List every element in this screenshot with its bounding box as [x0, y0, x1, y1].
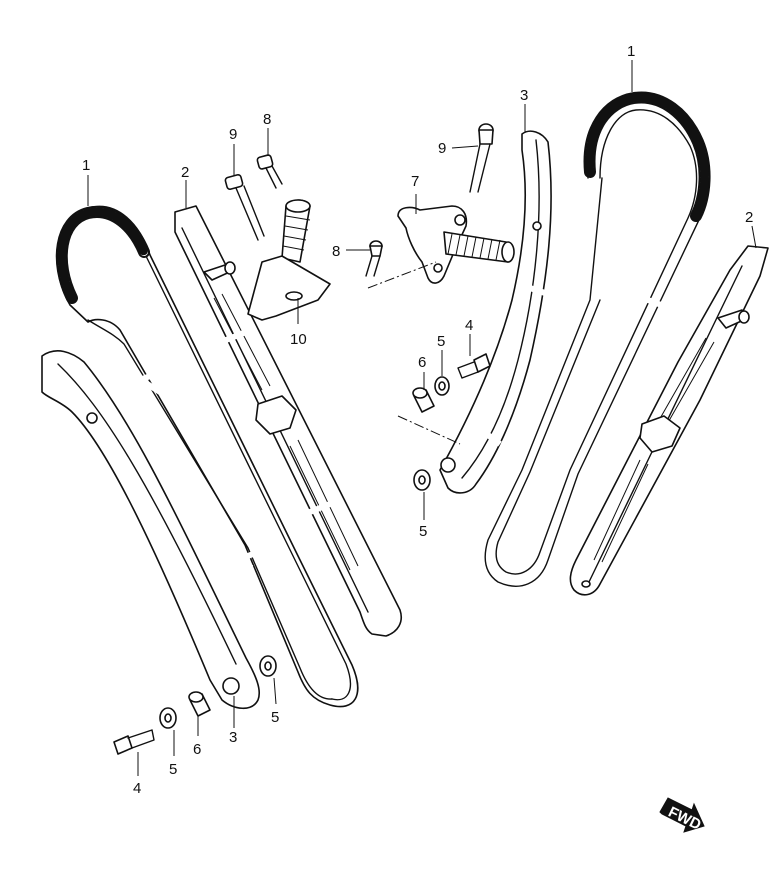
- left-cam-chain: [55, 205, 359, 708]
- callout-left-washer-5b: 5: [271, 709, 279, 726]
- right-mid-bolt-8: [365, 240, 383, 277]
- callout-left-bolt-4: 4: [133, 780, 141, 797]
- right-washer-5b: [413, 469, 431, 491]
- callout-right-chain: 1: [627, 43, 635, 60]
- callout-left-spacer-6: 6: [193, 741, 201, 758]
- left-top-bolt-9: [224, 174, 265, 241]
- left-top-bolt-8: [256, 154, 283, 189]
- callout-right-washer-5b: 5: [419, 523, 427, 540]
- callout-right-bolt-4: 4: [465, 317, 473, 334]
- right-tensioner-guide: [439, 130, 552, 494]
- right-washer-5a: [434, 376, 450, 396]
- right-alignment-lines: [367, 261, 461, 445]
- callout-left-bolt-8: 8: [263, 111, 271, 128]
- right-chain-guide: [569, 245, 769, 596]
- callout-left-tensioner-guide: 3: [229, 729, 237, 746]
- callout-left-washer-5a: 5: [169, 761, 177, 778]
- callout-right-bolt-8: 8: [332, 243, 340, 260]
- left-washer-5b: [259, 655, 277, 677]
- right-cam-chain: [484, 91, 711, 587]
- right-top-bolt-9: [469, 123, 494, 193]
- left-spacer-6: [188, 691, 211, 717]
- left-chain-guide: [174, 205, 402, 637]
- callout-left-bolt-9: 9: [229, 126, 237, 143]
- callout-right-spacer-6: 6: [418, 354, 426, 371]
- left-tensioner-adjuster: [247, 199, 331, 321]
- left-tensioner-guide: [41, 350, 261, 710]
- callout-left-chain: 1: [82, 157, 90, 174]
- fwd-arrow-icon: FWD: [659, 797, 705, 834]
- callout-right-guide: 2: [745, 209, 753, 226]
- right-tensioner-adjuster: [397, 205, 515, 284]
- left-leader-lines: [87, 128, 299, 776]
- left-washer-5a: [159, 707, 177, 729]
- right-spacer-6: [412, 387, 435, 413]
- callout-right-tensioner-guide: 3: [520, 87, 528, 104]
- callout-right-washer-5a: 5: [437, 333, 445, 350]
- left-bolt-4: [113, 729, 155, 755]
- callout-adjuster-10: 10: [290, 331, 307, 348]
- right-bolt-4: [457, 353, 491, 379]
- callout-adjuster-7: 7: [411, 173, 419, 190]
- right-leader-lines: [346, 60, 757, 520]
- callout-left-guide: 2: [181, 164, 189, 181]
- callout-right-bolt-9: 9: [438, 140, 446, 157]
